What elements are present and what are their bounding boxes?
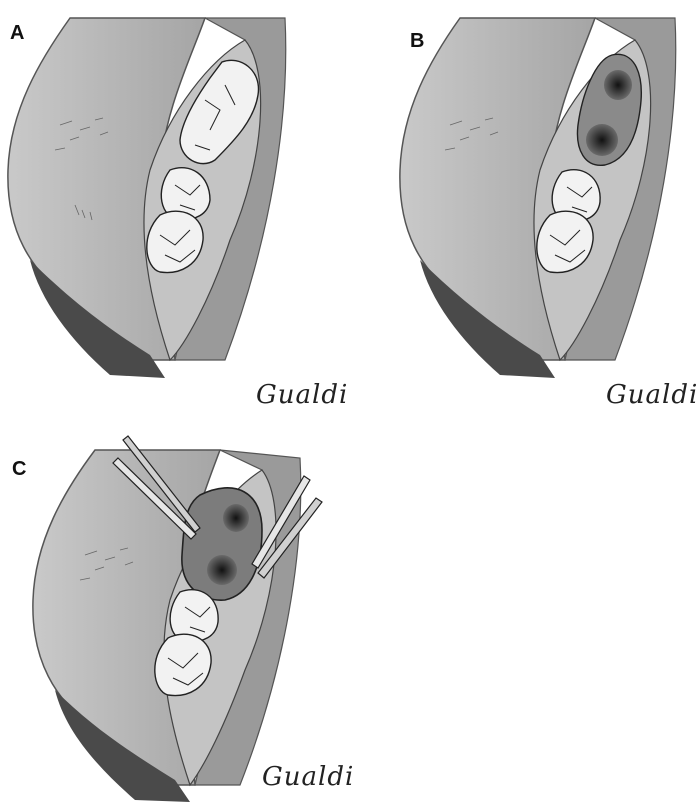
molar-2 [160,166,211,221]
cheek-shadow [55,690,190,802]
molar-3 [154,633,212,697]
panel-a: A Gualdi [0,0,347,410]
skin-hatching [79,547,134,581]
panel-b: B Gualdi [350,0,697,410]
cheek-shadow [420,260,555,378]
extraction-socket [576,53,642,166]
panel-label-a: A [10,22,25,44]
molar-3 [536,210,594,274]
molar-2 [551,168,601,223]
illustration-b [399,17,677,378]
molar-3 [146,210,204,274]
skin-hatching [54,117,109,221]
panel-c: C [0,410,353,810]
retractor-left [112,435,201,540]
molar-1 [179,59,260,165]
illustration-c [32,435,323,802]
illustration-a [7,17,287,378]
panel-label-c: C [12,458,27,480]
skin-hatching [444,117,499,151]
panel-label-b: B [410,30,425,52]
artist-signature-b: Gualdi [606,380,699,410]
cheek-shadow [30,260,165,378]
artist-signature-c: Gualdi [262,762,355,792]
molar-2 [169,588,219,643]
open-flap-socket [181,487,263,601]
artist-signature-a: Gualdi [256,380,349,410]
retractor-right [251,475,323,579]
